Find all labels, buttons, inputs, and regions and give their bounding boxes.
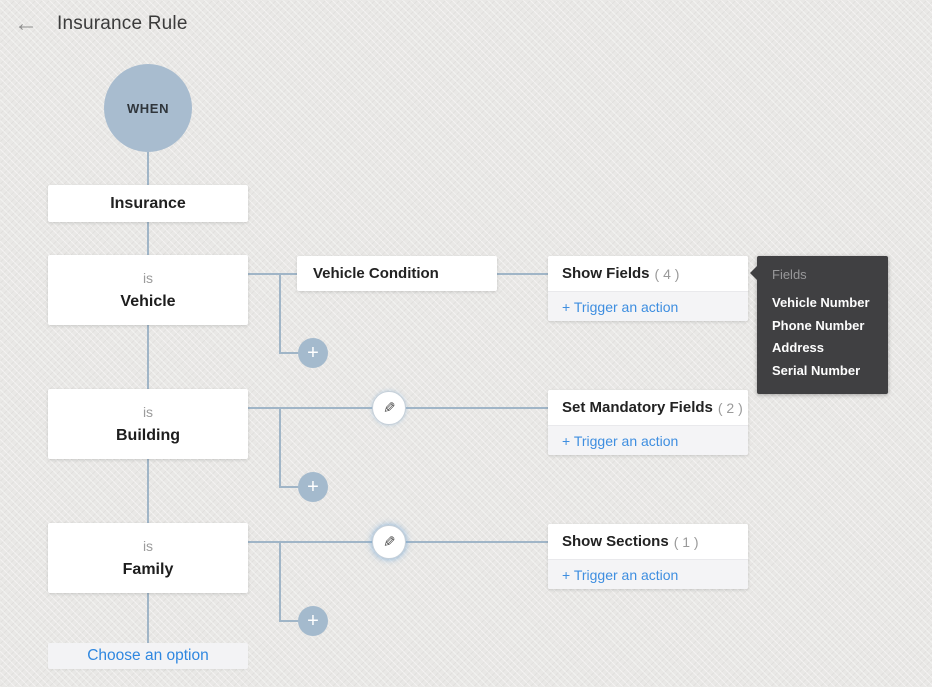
add-branch-button[interactable]: + bbox=[298, 472, 328, 502]
condition-node-vehicle[interactable]: is Vehicle bbox=[48, 255, 248, 325]
action-count: ( 4 ) bbox=[654, 265, 680, 282]
connector-line bbox=[248, 273, 297, 275]
fields-tooltip: Fields Vehicle Number Phone Number Addre… bbox=[750, 256, 888, 395]
connector-line bbox=[147, 592, 149, 644]
edit-pencil-button[interactable]: ✎ bbox=[372, 525, 406, 559]
page-title: Insurance Rule bbox=[57, 13, 188, 34]
connector-line bbox=[279, 273, 281, 354]
action-title-show-fields[interactable]: Show Fields ( 4 ) bbox=[548, 256, 748, 291]
add-branch-button[interactable]: + bbox=[298, 606, 328, 636]
edit-pencil-icon: ✎ bbox=[382, 533, 396, 551]
tooltip-title: Fields bbox=[772, 267, 807, 282]
condition-operator: is bbox=[142, 269, 154, 286]
condition-operator: is bbox=[142, 537, 154, 554]
connector-line bbox=[147, 221, 149, 256]
connector-line bbox=[279, 407, 281, 488]
condition-value: Family bbox=[122, 560, 174, 578]
tooltip-arrow-icon bbox=[750, 266, 757, 280]
add-branch-button[interactable]: + bbox=[298, 338, 328, 368]
condition-node-family[interactable]: is Family bbox=[48, 523, 248, 593]
connector-line bbox=[147, 458, 149, 524]
tooltip-item: Vehicle Number bbox=[772, 295, 870, 310]
edit-pencil-button[interactable]: ✎ bbox=[372, 391, 406, 425]
condition-operator: is bbox=[142, 403, 154, 420]
trigger-action-link[interactable]: + Trigger an action bbox=[548, 425, 748, 455]
connector-line bbox=[147, 152, 149, 186]
back-arrow-icon[interactable]: ← bbox=[14, 10, 38, 37]
action-label: Show Fields bbox=[562, 265, 650, 282]
connector-line bbox=[279, 541, 281, 622]
action-card-set-mandatory-fields: Set Mandatory Fields ( 2 ) + Trigger an … bbox=[548, 390, 748, 455]
tooltip-item: Address bbox=[772, 340, 825, 356]
header: ← Insurance Rule bbox=[12, 10, 188, 38]
connector-line bbox=[497, 273, 548, 275]
trigger-action-link[interactable]: + Trigger an action bbox=[548, 559, 748, 589]
condition-node-building[interactable]: is Building bbox=[48, 389, 248, 459]
action-title-set-mandatory-fields[interactable]: Set Mandatory Fields ( 2 ) bbox=[548, 390, 748, 425]
action-card-show-fields: Show Fields ( 4 ) + Trigger an action bbox=[548, 256, 748, 321]
action-count: ( 2 ) bbox=[717, 399, 743, 416]
edit-pencil-icon: ✎ bbox=[382, 399, 396, 417]
vehicle-condition-node[interactable]: Vehicle Condition bbox=[297, 256, 497, 291]
connector-line bbox=[147, 324, 149, 390]
connector-line bbox=[279, 486, 301, 488]
trigger-action-link[interactable]: + Trigger an action bbox=[548, 291, 748, 321]
when-node[interactable]: WHEN bbox=[104, 64, 192, 152]
action-count: ( 1 ) bbox=[673, 533, 699, 550]
root-field-node[interactable]: Insurance bbox=[48, 185, 248, 222]
connector-line bbox=[279, 352, 301, 354]
tooltip-item: Serial Number bbox=[772, 362, 861, 378]
connector-line bbox=[279, 620, 301, 622]
choose-option-link[interactable]: Choose an option bbox=[48, 643, 248, 669]
action-label: Set Mandatory Fields bbox=[562, 399, 713, 416]
condition-value: Vehicle bbox=[120, 292, 176, 310]
action-title-show-sections[interactable]: Show Sections ( 1 ) bbox=[548, 524, 748, 559]
action-label: Show Sections bbox=[562, 533, 669, 550]
action-card-show-sections: Show Sections ( 1 ) + Trigger an action bbox=[548, 524, 748, 589]
condition-value: Building bbox=[116, 426, 180, 444]
tooltip-item: Phone Number bbox=[772, 317, 865, 333]
